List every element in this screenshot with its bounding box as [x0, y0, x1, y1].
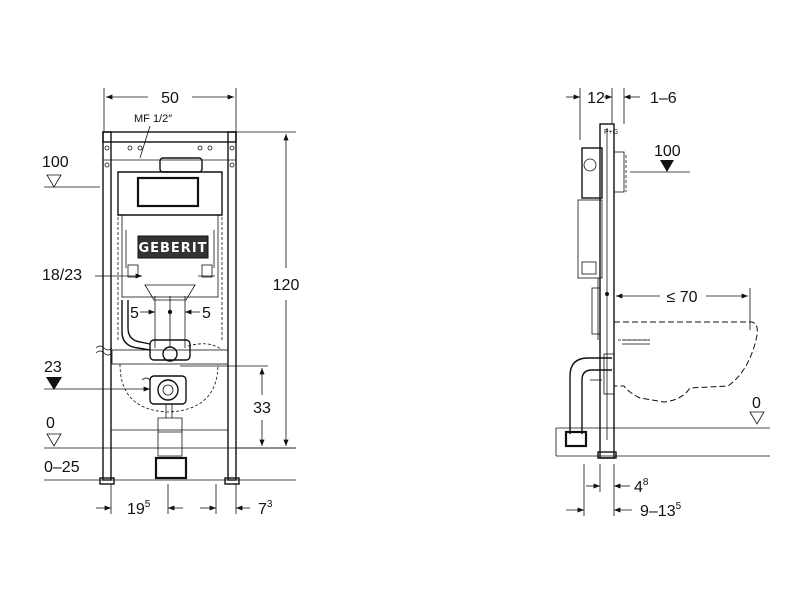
level-23-marker: 23: [44, 359, 150, 392]
side-floor-level-label: 0: [752, 395, 761, 412]
front-view: 50 MF 1/2″: [42, 88, 299, 518]
top-depth-dimensions: 12 1–6: [566, 88, 677, 140]
brand-logo: GEBERIT: [138, 241, 207, 256]
floor-level-label: 0: [46, 415, 55, 432]
top-right-label: 1–6: [650, 90, 677, 107]
side-frame: P+G: [577, 123, 627, 459]
bottom-left-label: 195: [127, 499, 151, 518]
connection-label: MF 1/2″: [134, 113, 172, 125]
bottom-right-label: 73: [258, 499, 273, 518]
bottom-left-label-sup: 5: [145, 499, 151, 510]
actuation-height-dimension: 18/23: [42, 267, 215, 284]
foot-label-sup: 8: [643, 477, 649, 488]
level-100-label: 100: [42, 154, 69, 171]
depth-range-label-sup: 5: [676, 501, 682, 512]
top-left-label: 12: [587, 90, 605, 107]
bottom-right-label-sup: 3: [267, 499, 273, 510]
bottom-left-label-base: 19: [127, 501, 145, 518]
drain-height-label: 33: [253, 400, 271, 417]
side-level-100-label: 100: [654, 143, 681, 160]
bottom-dimensions: 195 73: [96, 484, 273, 518]
drain-height-dimension: 33: [180, 365, 271, 446]
toilet-bowl-outline: [614, 321, 758, 403]
cistern: GEBERIT: [117, 157, 223, 340]
connection-callout: MF 1/2″: [134, 113, 172, 159]
pipework: [95, 300, 229, 480]
width-dimension: 50: [103, 88, 237, 132]
side-view: 12 1–6 P+G 100: [555, 88, 770, 520]
actuation-height-label: 18/23: [42, 267, 82, 284]
width-label: 50: [161, 90, 179, 107]
foot-label: 48: [634, 477, 649, 496]
height-label: 120: [273, 277, 300, 294]
right-offset-label: 5: [202, 305, 211, 322]
bowl-projection-dimension: ≤ 70: [616, 288, 751, 330]
side-level-100-marker: 100: [630, 143, 690, 173]
level-23-label: 23: [44, 359, 62, 376]
left-offset-label: 5: [130, 305, 139, 322]
bowl-projection-label: ≤ 70: [666, 289, 697, 306]
bottom-right-label-base: 7: [258, 501, 267, 518]
side-floor-level-marker: 0: [555, 395, 770, 459]
frame: [99, 131, 240, 485]
svg-text:P+G: P+G: [604, 129, 618, 136]
depth-range-label: 9–135: [640, 501, 682, 520]
side-drain-bend: [564, 353, 615, 448]
depth-range-label-base: 9–13: [640, 503, 676, 520]
floor-range-marker: 0–25: [44, 459, 296, 481]
floor-level-marker: 0: [44, 415, 296, 449]
level-100-marker: 100: [42, 154, 100, 188]
foot-label-base: 4: [634, 479, 643, 496]
side-bottom-dimensions: 48 9–135: [566, 464, 682, 520]
floor-range-label: 0–25: [44, 459, 80, 476]
